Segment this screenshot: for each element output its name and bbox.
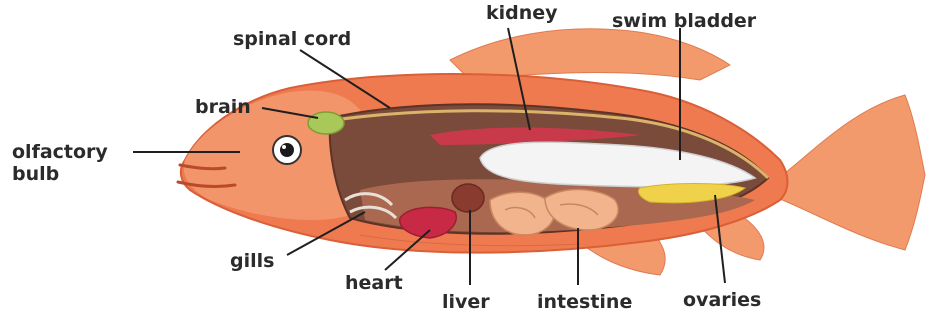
label-swim-bladder: swim bladder [612,10,756,32]
label-liver: liver [442,291,490,313]
label-heart: heart [345,272,403,294]
liver [452,184,484,212]
tail-fin [770,95,925,250]
fish-pupil [280,143,294,157]
label-intestine: intestine [537,291,632,313]
label-kidney: kidney [486,2,558,24]
label-brain: brain [195,96,251,118]
label-ovaries: ovaries [683,289,761,311]
brain [308,112,344,134]
label-gills: gills [230,250,274,272]
label-olfactory-bulb: olfactory bulb [12,141,108,185]
dorsal-fin [450,29,730,80]
label-spinal-cord: spinal cord [233,28,351,50]
